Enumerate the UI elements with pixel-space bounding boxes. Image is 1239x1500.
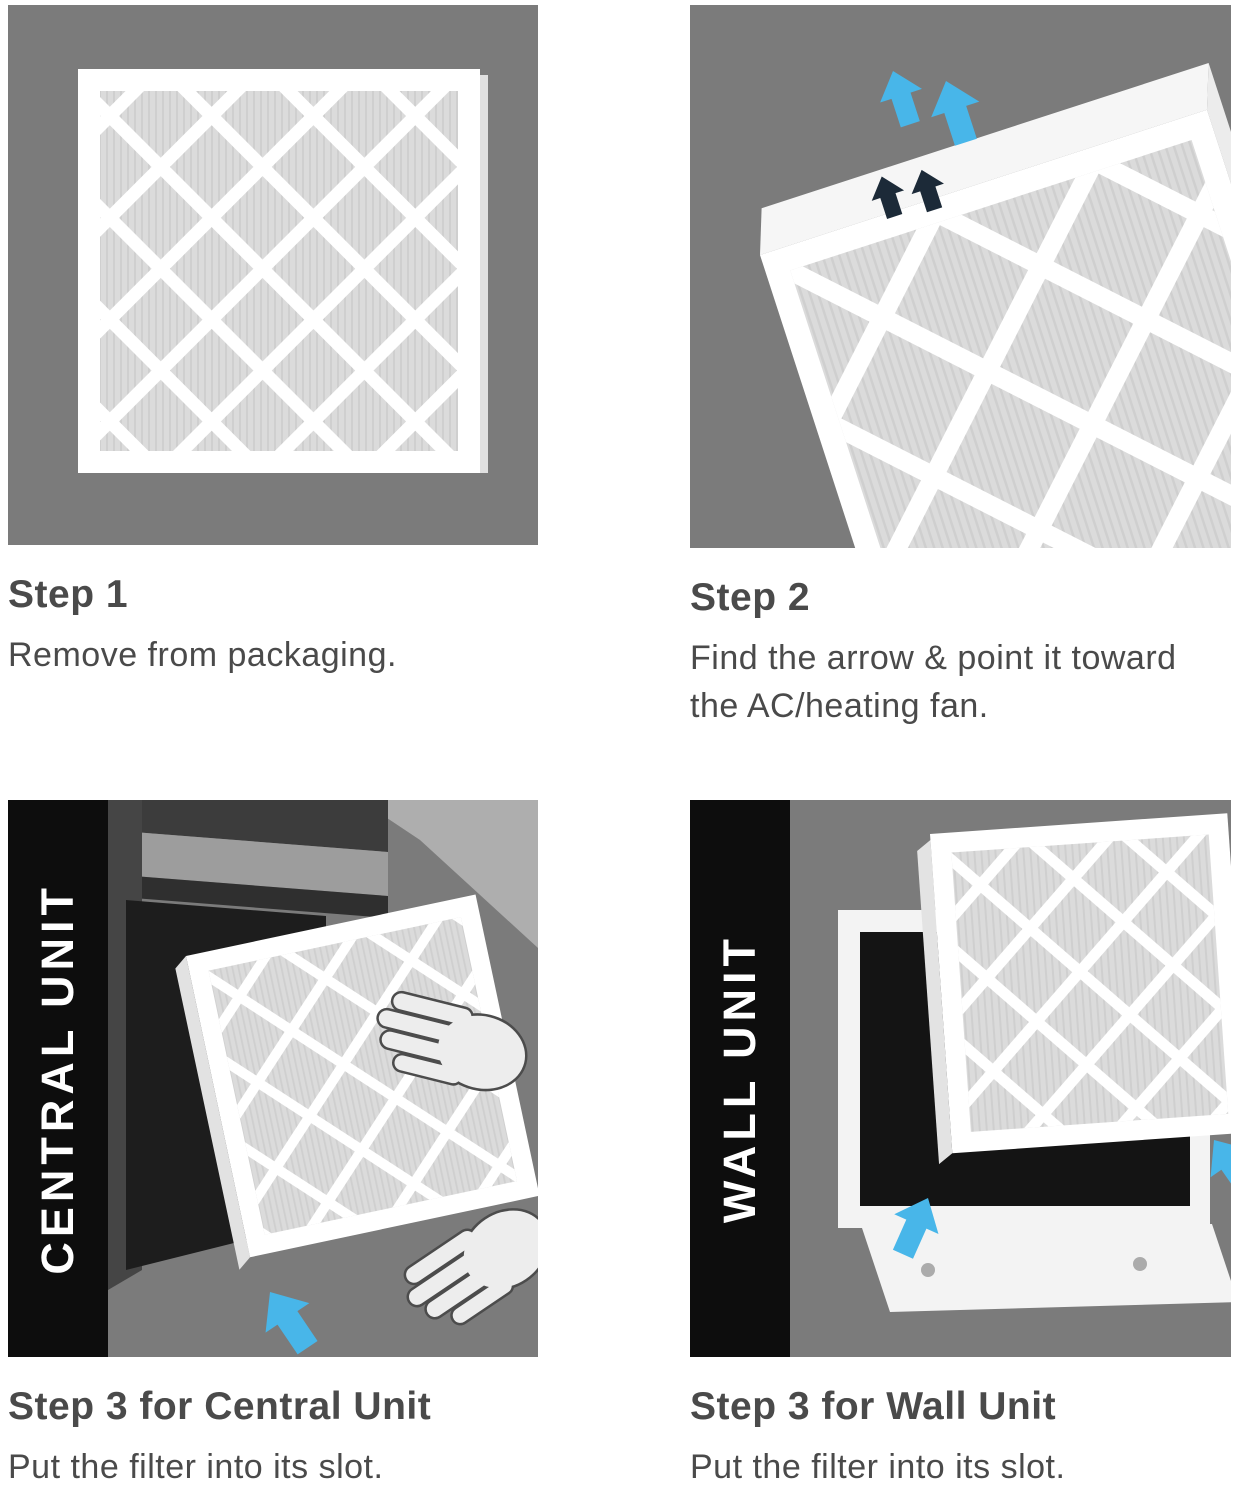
- filter-lattice: [790, 140, 1231, 548]
- step1-illustration: [8, 5, 538, 545]
- central-unit-banner: CENTRAL UNIT: [8, 800, 108, 1357]
- filter-lattice: [208, 916, 518, 1235]
- insert-direction-arrow-right-icon: [1210, 1140, 1231, 1197]
- filter-side-edge: [917, 839, 953, 1165]
- step3-central-caption: Put the filter into its slot.: [8, 1448, 384, 1486]
- filter-lattice: [951, 834, 1229, 1132]
- step1-panel: [8, 5, 538, 545]
- central-unit-banner-label: CENTRAL UNIT: [32, 882, 83, 1275]
- filter-side-edge: [480, 75, 488, 473]
- grille-door-open: [862, 1224, 1231, 1312]
- printed-airflow-arrows-icon: [871, 169, 944, 219]
- step1-caption: Remove from packaging.: [8, 636, 397, 674]
- step3-central-title: Step 3 for Central Unit: [8, 1385, 432, 1428]
- central-unit-illustration: [8, 800, 538, 1357]
- step2-illustration: [690, 5, 1231, 548]
- screw-hole: [1133, 1257, 1147, 1271]
- step3-wall-panel: WALL UNIT: [690, 800, 1231, 1357]
- step2-panel: [690, 5, 1231, 548]
- step3-central-section: CENTRAL UNIT Step 3 for Central Unit Put…: [8, 800, 538, 1491]
- step2-caption: Find the arrow & point it toward the AC/…: [690, 639, 1177, 726]
- filter-top-edge: [760, 62, 1209, 255]
- step1-title: Step 1: [8, 573, 129, 616]
- duct-surface: [360, 800, 538, 948]
- step3-central-panel: CENTRAL UNIT: [8, 800, 538, 1357]
- step3-wall-section: WALL UNIT Step 3 for Wall Unit Put the f…: [690, 800, 1231, 1491]
- wall-unit-banner: WALL UNIT: [690, 800, 790, 1357]
- insert-direction-arrow-left-icon: [892, 1198, 939, 1259]
- step3-wall-title: Step 3 for Wall Unit: [690, 1385, 1057, 1428]
- filter-lattice: [100, 91, 458, 451]
- insert-direction-arrow-icon: [265, 1292, 318, 1355]
- air-filter-front: [78, 69, 488, 473]
- airflow-direction-arrows-icon: [880, 71, 980, 146]
- air-filter-inserting: [917, 813, 1231, 1165]
- step3-wall-caption: Put the filter into its slot.: [690, 1448, 1066, 1486]
- wall-unit-banner-label: WALL UNIT: [714, 933, 765, 1224]
- tilted-air-filter: [760, 62, 1231, 548]
- step2-title: Step 2: [690, 576, 811, 619]
- insert-direction-arrows: [892, 1140, 1231, 1259]
- step2-section: Step 2 Find the arrow & point it toward …: [690, 5, 1231, 731]
- filter-side-edge: [175, 956, 251, 1270]
- step1-section: Step 1 Remove from packaging.: [8, 5, 538, 679]
- screw-hole: [921, 1263, 935, 1277]
- air-filter-inserting: [175, 894, 538, 1270]
